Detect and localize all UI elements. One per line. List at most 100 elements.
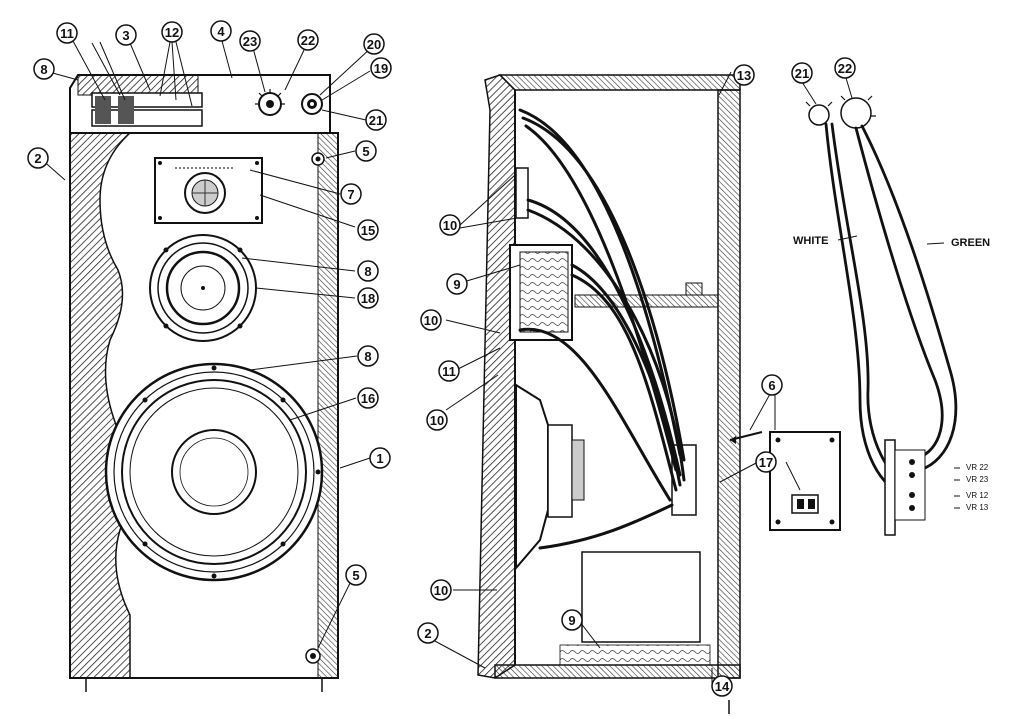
level-knob-23 (255, 89, 285, 116)
svg-text:22: 22 (838, 61, 852, 76)
callout-23: 23 (239, 30, 261, 52)
pot-21 (808, 104, 830, 126)
callout-15: 15 (357, 219, 379, 241)
pot-22 (840, 97, 872, 129)
svg-text:10: 10 (424, 313, 438, 328)
screw-top (311, 152, 325, 166)
svg-text:16: 16 (361, 391, 375, 406)
svg-text:10: 10 (443, 218, 457, 233)
svg-text:19: 19 (374, 61, 388, 76)
svg-text:8: 8 (40, 62, 47, 77)
side-woofer (515, 383, 585, 571)
callout-8-b: 8 (357, 260, 379, 282)
internal-brace (685, 282, 703, 296)
callout-11-b: 11 (438, 360, 460, 382)
svg-text:17: 17 (759, 455, 773, 470)
svg-text:8: 8 (364, 349, 371, 364)
callout-numbers: 11 3 12 4 23 22 20 19 21 8 2 5 7 15 8 18… (27, 20, 856, 697)
screw-bottom (305, 648, 321, 664)
wire-label-white: WHITE (793, 235, 828, 247)
svg-text:10: 10 (434, 583, 448, 598)
svg-text:5: 5 (352, 568, 359, 583)
svg-text:3: 3 (122, 28, 129, 43)
svg-text:8: 8 (364, 264, 371, 279)
cabinet-feet (85, 678, 323, 692)
internal-wires (518, 108, 686, 550)
svg-text:1: 1 (376, 451, 383, 466)
side-cabinet-shell (498, 74, 741, 91)
svg-text:12: 12 (165, 25, 179, 40)
tweeter (154, 157, 263, 224)
control-terminal-board (884, 439, 896, 536)
callout-14: 14 (711, 675, 733, 697)
svg-text:20: 20 (367, 37, 381, 52)
midrange-driver (149, 234, 257, 342)
woofer-driver (104, 362, 324, 582)
svg-text:2: 2 (34, 151, 41, 166)
callout-22-b: 22 (834, 57, 856, 79)
callout-4: 4 (210, 20, 232, 42)
level-knob-19 (301, 93, 323, 115)
callout-9-a: 9 (446, 273, 468, 295)
svg-text:14: 14 (715, 679, 730, 694)
svg-text:10: 10 (430, 413, 444, 428)
bracket-slot (95, 96, 111, 124)
callout-1: 1 (369, 447, 391, 469)
terminal-label-vr23: VR 23 (966, 475, 989, 484)
terminal-label-vr22: VR 22 (966, 463, 989, 472)
side-bottom-wall (494, 664, 741, 679)
wire-label-green: GREEN (951, 237, 990, 249)
callout-6: 6 (761, 374, 783, 396)
svg-text:6: 6 (768, 378, 775, 393)
midrange-enclosure (509, 244, 573, 341)
top-panel-wood (77, 74, 199, 96)
callout-2-b: 2 (417, 622, 439, 644)
callout-22-a: 22 (297, 29, 319, 51)
callout-2-a: 2 (27, 147, 49, 169)
side-back-wall (717, 89, 741, 679)
callout-10-c: 10 (426, 409, 448, 431)
callout-21-a: 21 (365, 109, 387, 131)
svg-text:11: 11 (442, 364, 456, 379)
callout-7: 7 (340, 183, 362, 205)
svg-text:7: 7 (347, 187, 354, 202)
svg-text:23: 23 (243, 34, 257, 49)
svg-text:9: 9 (453, 277, 460, 292)
callout-11-a: 11 (56, 22, 78, 44)
callout-18: 18 (357, 287, 379, 309)
bottom-damping-wool (559, 644, 711, 666)
terminal-label-vr13: VR 13 (966, 503, 989, 512)
callout-5-b: 5 (345, 564, 367, 586)
callout-19: 19 (370, 57, 392, 79)
side-tweeter (515, 167, 529, 219)
svg-text:13: 13 (737, 68, 751, 83)
callout-10-b: 10 (420, 309, 442, 331)
svg-text:9: 9 (568, 613, 575, 628)
side-section-view (477, 74, 741, 679)
bracket-slot (118, 96, 134, 124)
svg-text:21: 21 (795, 66, 809, 81)
callout-8-c: 8 (357, 345, 379, 367)
callout-8-a: 8 (33, 58, 55, 80)
crossover-block (581, 551, 701, 643)
svg-text:18: 18 (361, 291, 375, 306)
cabinet-side-wood (69, 132, 132, 679)
svg-text:21: 21 (369, 113, 383, 128)
control-wire-assembly: VR 22 VR 23 VR 12 VR 13 WHITE GREEN (793, 95, 990, 536)
terminal-label-vr12: VR 12 (966, 491, 989, 500)
front-view (69, 74, 339, 692)
callout-13: 13 (733, 64, 755, 86)
callout-12: 12 (161, 21, 183, 43)
callout-3: 3 (115, 24, 137, 46)
svg-text:2: 2 (424, 626, 431, 641)
svg-text:22: 22 (301, 33, 315, 48)
callout-10-a: 10 (439, 214, 461, 236)
callout-17: 17 (755, 451, 777, 473)
callout-20: 20 (363, 33, 385, 55)
callout-9-b: 9 (561, 609, 583, 631)
callout-21-b: 21 (791, 62, 813, 84)
svg-text:5: 5 (362, 144, 369, 159)
svg-text:11: 11 (60, 26, 74, 41)
callout-10-d: 10 (430, 579, 452, 601)
terminal-plate (729, 431, 841, 531)
